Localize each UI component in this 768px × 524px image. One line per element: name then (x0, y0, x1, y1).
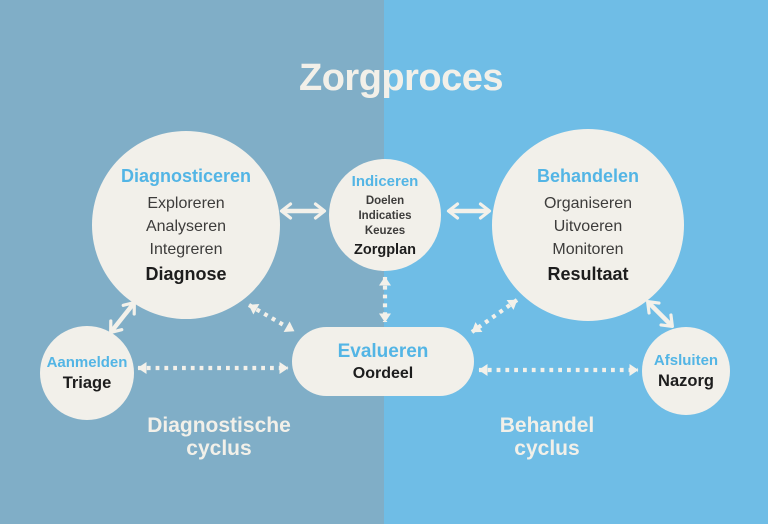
node-afsluiten: Afsluiten Nazorg (642, 327, 730, 415)
arrow-behandelen-afsluiten (646, 300, 674, 328)
label-line: cyclus (514, 437, 580, 460)
node-result: Triage (62, 373, 112, 392)
label-diagnostische-cyclus: Diagnostische cyclus (109, 414, 329, 460)
arrow-dotted-behandelen-evalueren (470, 298, 519, 334)
node-item: Integreren (149, 240, 223, 258)
node-result: Nazorg (658, 371, 714, 390)
node-heading: Indiceren (351, 172, 419, 190)
node-heading: Aanmelden (46, 353, 128, 371)
label-line: Behandel (499, 414, 595, 437)
node-item: Organiseren (543, 194, 633, 212)
node-heading: Afsluiten (653, 351, 719, 369)
node-result: Oordeel (352, 364, 414, 382)
node-item: Doelen (365, 194, 405, 207)
node-behandelen: Behandelen Organiseren Uitvoeren Monitor… (492, 129, 684, 321)
node-item: Analyseren (145, 217, 227, 235)
node-result: Resultaat (547, 263, 629, 284)
page-title: Zorgproces (298, 57, 504, 99)
arrow-dotted-diagnosticeren-evalueren (247, 303, 296, 333)
node-heading: Diagnosticeren (120, 165, 252, 186)
node-item: Monitoren (552, 240, 624, 258)
label-line: cyclus (186, 437, 252, 460)
node-item: Indicaties (358, 209, 412, 222)
label-line: Diagnostische (147, 414, 291, 437)
node-heading: Evalueren (337, 340, 429, 362)
node-result: Zorgplan (353, 241, 417, 258)
node-aanmelden: Aanmelden Triage (40, 326, 134, 420)
node-item: Exploreren (147, 194, 225, 212)
node-item: Keuzes (364, 224, 406, 237)
node-heading: Behandelen (536, 165, 640, 186)
label-behandel-cyclus: Behandel cyclus (437, 414, 657, 460)
node-evalueren: Evalueren Oordeel (292, 327, 474, 396)
node-indiceren: Indiceren Doelen Indicaties Keuzes Zorgp… (329, 159, 441, 271)
node-item: Uitvoeren (553, 217, 623, 235)
arrow-aanmelden-diagnosticeren (109, 301, 136, 334)
node-result: Diagnose (145, 263, 227, 284)
node-diagnosticeren: Diagnosticeren Exploreren Analyseren Int… (92, 131, 280, 319)
